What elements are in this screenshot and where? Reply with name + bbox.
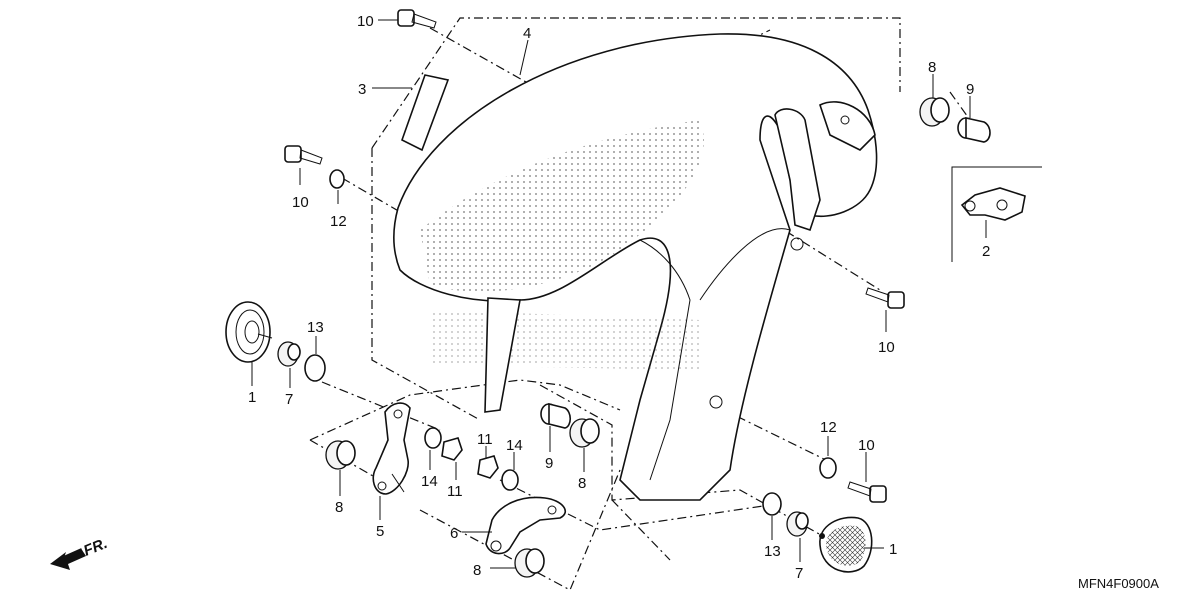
bracket-5 xyxy=(372,402,411,495)
callout-1: 1 xyxy=(889,541,897,558)
callout-10: 10 xyxy=(858,437,875,454)
front-direction-arrow-icon xyxy=(50,548,86,570)
washer-14-right xyxy=(501,469,519,491)
bolt-10-lower-right xyxy=(847,481,887,503)
bolt-10-top xyxy=(397,9,437,29)
collar-9-center xyxy=(540,402,572,429)
callout-5: 5 xyxy=(376,523,384,540)
callout-7: 7 xyxy=(285,391,293,408)
callout-12: 12 xyxy=(820,419,837,436)
washer-12-left xyxy=(329,169,345,189)
washer-13-right xyxy=(762,492,782,516)
grommet-8-center xyxy=(569,418,600,448)
washer-12-right xyxy=(819,457,837,479)
nut-11-left xyxy=(441,437,463,461)
reflector-1-left xyxy=(225,301,273,363)
callout-12: 12 xyxy=(330,213,347,230)
callout-14: 14 xyxy=(506,437,523,454)
collar-7-left xyxy=(277,341,301,367)
grommet-8-bottom xyxy=(514,548,545,578)
washer-13-left xyxy=(304,354,326,382)
bracket-6 xyxy=(485,496,566,555)
callout-8: 8 xyxy=(928,59,936,76)
callout-4: 4 xyxy=(523,25,531,42)
leader-lines xyxy=(251,19,987,569)
callout-13: 13 xyxy=(307,319,324,336)
callout-10: 10 xyxy=(292,194,309,211)
callout-11: 11 xyxy=(447,483,463,500)
bolt-10-right xyxy=(865,287,905,309)
callouts: 10 4 3 10 12 8 9 2 10 13 1 7 11 14 9 8 1… xyxy=(248,13,990,582)
bolt-10-left xyxy=(284,145,323,165)
grommet-8-top-right xyxy=(919,97,950,127)
direction-label: FR. xyxy=(81,535,110,560)
front-fender xyxy=(392,33,878,501)
caution-label xyxy=(401,74,450,152)
callout-14: 14 xyxy=(421,473,438,490)
callout-6: 6 xyxy=(450,525,458,542)
washer-14-left xyxy=(424,427,442,449)
callout-10: 10 xyxy=(878,339,895,356)
callout-13: 13 xyxy=(764,543,781,560)
callout-9: 9 xyxy=(545,455,553,472)
callout-10: 10 xyxy=(357,13,374,30)
callout-11: 11 xyxy=(477,431,493,448)
grommet-8-left xyxy=(325,440,356,470)
callout-1: 1 xyxy=(248,389,256,406)
callout-8: 8 xyxy=(335,499,343,516)
nut-11-center xyxy=(477,455,499,479)
callout-2: 2 xyxy=(982,243,990,260)
callout-3: 3 xyxy=(358,81,366,98)
bracket-inset xyxy=(951,166,1042,262)
callout-9: 9 xyxy=(966,81,974,98)
callout-8: 8 xyxy=(578,475,586,492)
callout-7: 7 xyxy=(795,565,803,582)
callout-8: 8 xyxy=(473,562,481,579)
collar-9-top-right xyxy=(957,117,991,143)
reflector-1-right xyxy=(819,516,873,573)
diagram-code: MFN4F0900A xyxy=(1078,576,1159,591)
collar-7-right xyxy=(786,511,809,537)
